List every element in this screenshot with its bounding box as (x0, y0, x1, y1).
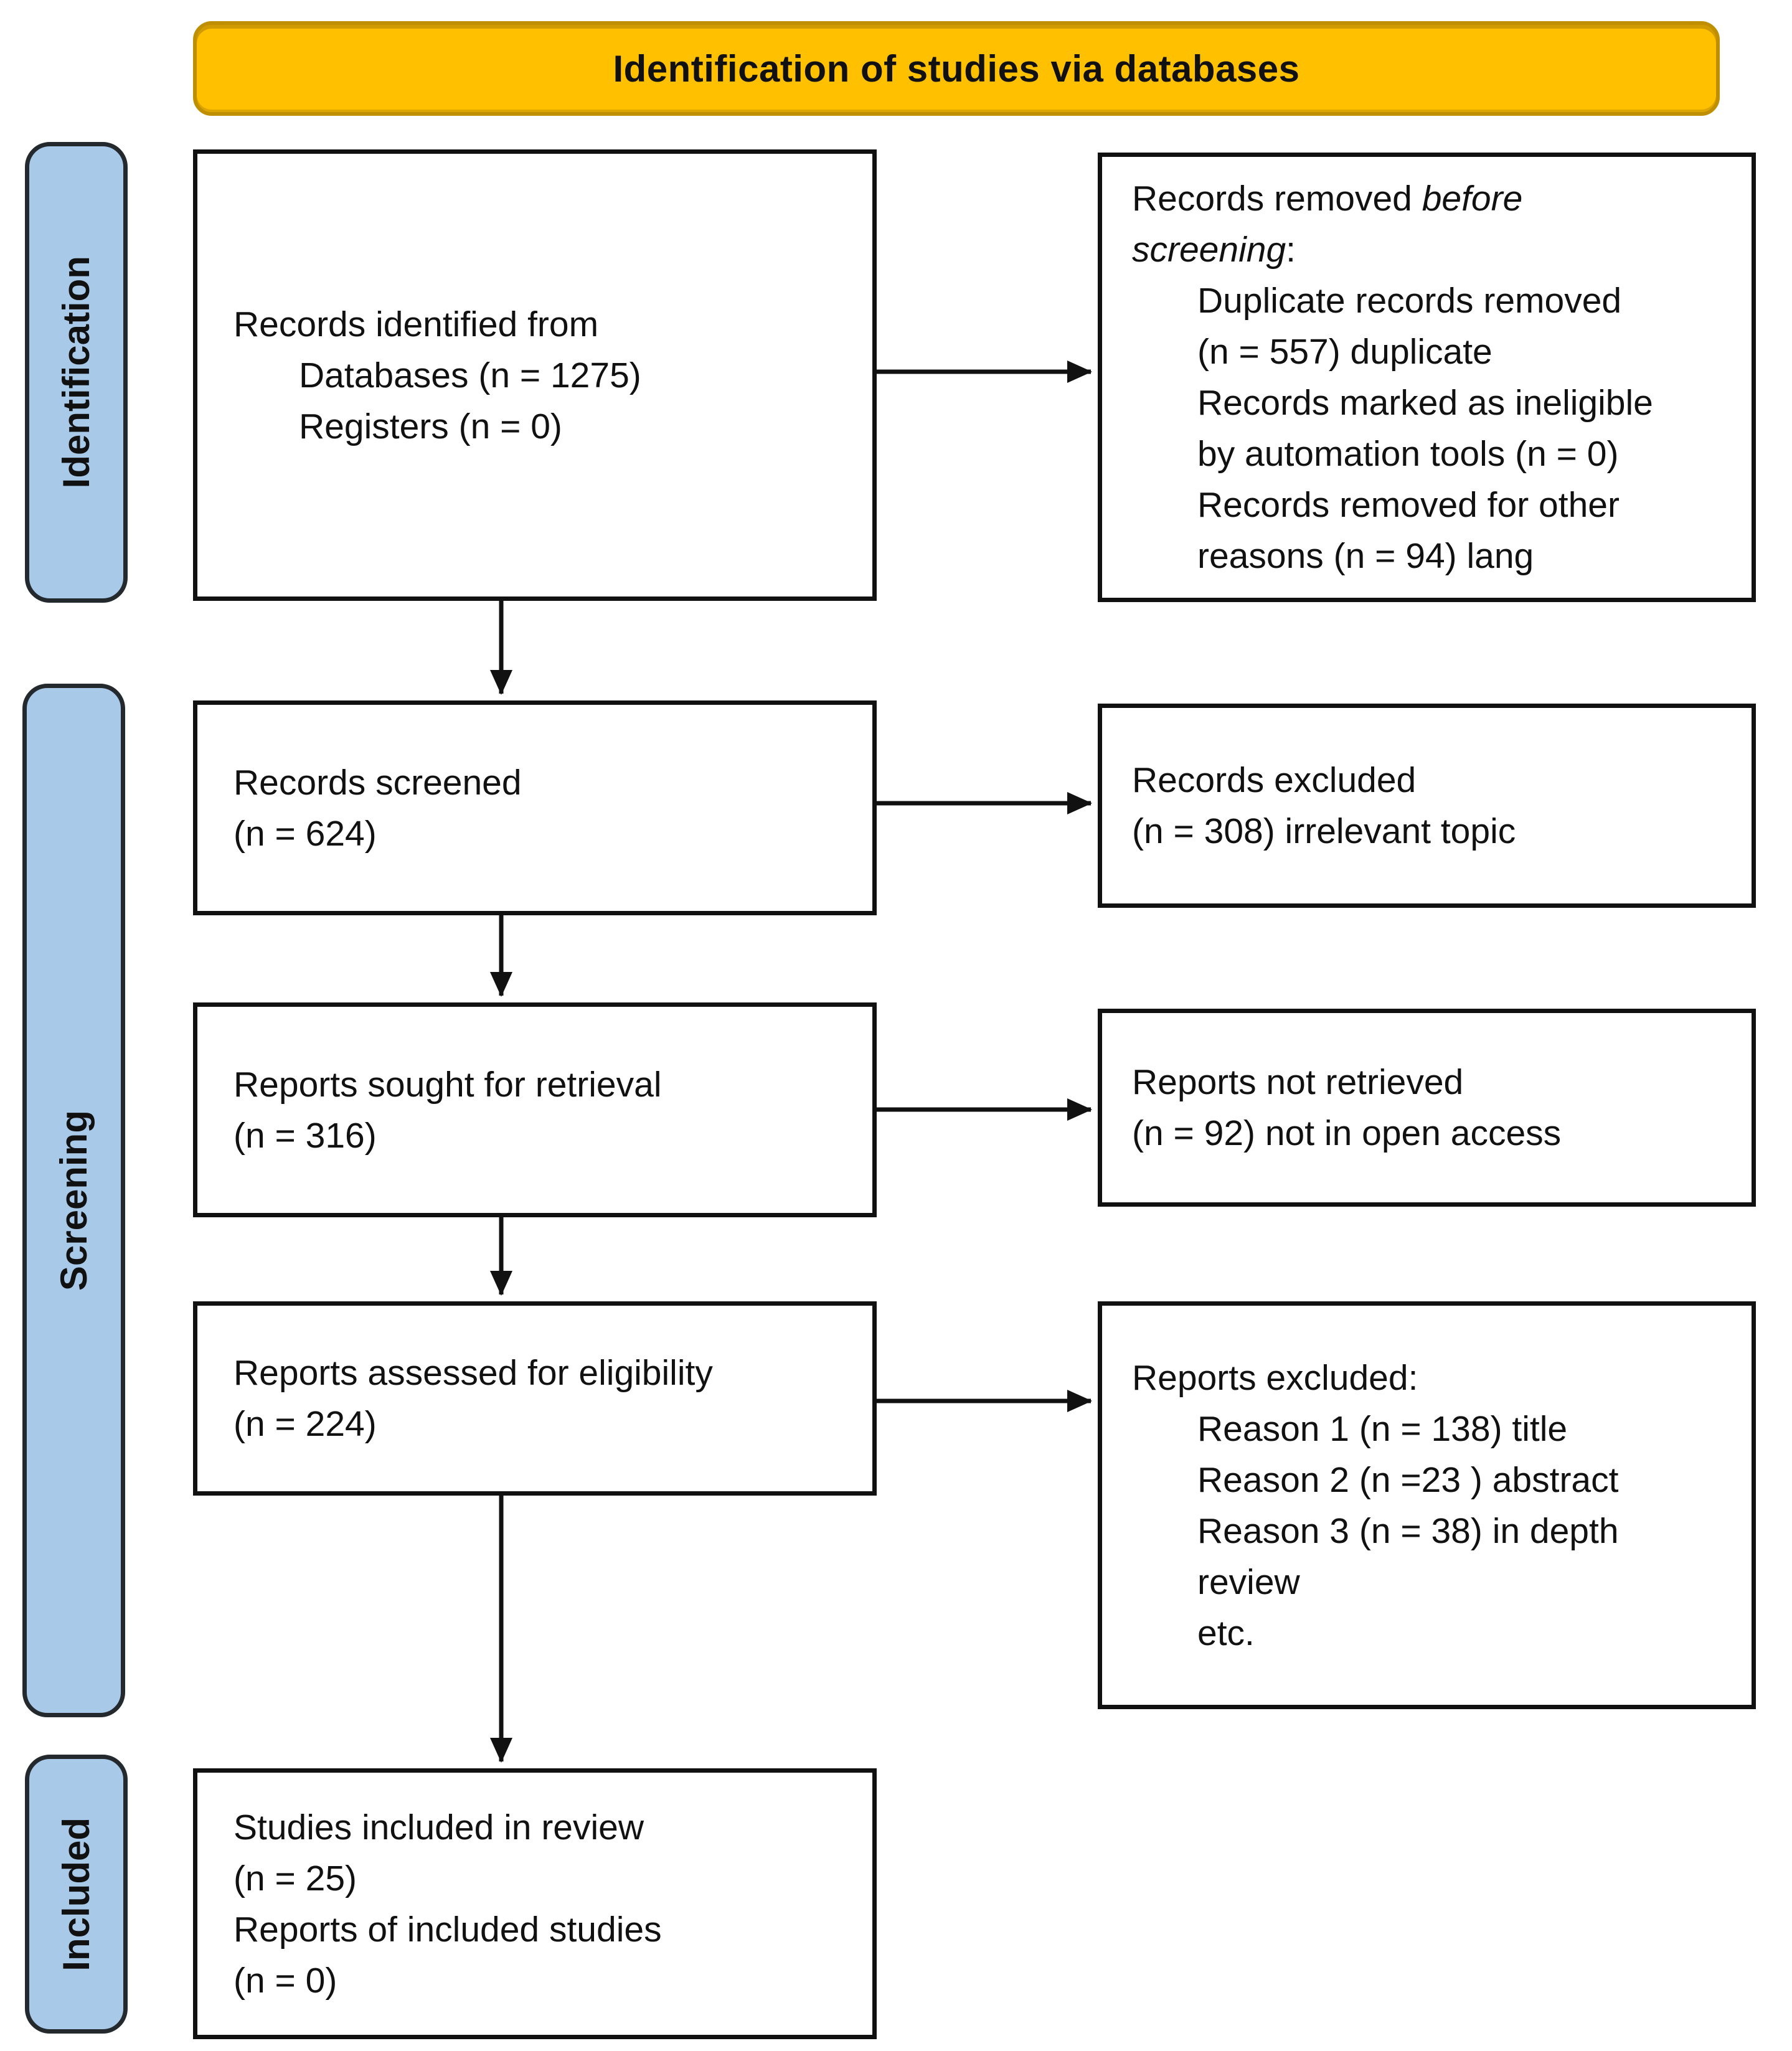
box-records-removed-detail: Records removed for other (1197, 485, 1620, 525)
box-reports-excluded-detail: etc. (1197, 1613, 1255, 1653)
box-records-removed-detail: Duplicate records removed (1197, 281, 1622, 321)
stage-label-identification-text: Identification (55, 256, 97, 489)
box-studies-included-line: (n = 0) (233, 1960, 337, 2001)
title-banner: Identification of studies via databases (193, 21, 1720, 116)
box-records-screened: Records screened (n = 624) (193, 700, 877, 915)
box-reports-excluded-detail: Reason 1 (n = 138) title (1197, 1408, 1568, 1449)
box-reports-excluded-intro: Reports excluded: (1132, 1357, 1418, 1398)
box-reports-sought-line: Reports sought for retrieval (233, 1064, 662, 1105)
box-reports-excluded-detail: review (1197, 1562, 1300, 1602)
box-records-screened-line: (n = 624) (233, 813, 377, 854)
box-records-removed-intro-line1: Records removed before (1132, 179, 1523, 219)
box-reports-not-retrieved: Reports not retrieved (n = 92) not in op… (1098, 1009, 1756, 1207)
box-studies-included-line: (n = 25) (233, 1858, 357, 1898)
box-reports-not-retrieved-line: (n = 92) not in open access (1132, 1113, 1562, 1153)
box-reports-assessed-line: (n = 224) (233, 1404, 377, 1444)
box-studies-included-line: Studies included in review (233, 1807, 644, 1847)
stage-label-screening-text: Screening (53, 1110, 95, 1291)
box-records-removed-detail: by automation tools (n = 0) (1197, 434, 1619, 474)
box-records-excluded-line: (n = 308) irrelevant topic (1132, 811, 1516, 851)
box-records-removed-detail: reasons (n = 94) lang (1197, 536, 1534, 576)
box-records-removed-detail: Records marked as ineligible (1197, 383, 1653, 423)
box-reports-excluded-detail: Reason 3 (n = 38) in depth (1197, 1511, 1619, 1551)
box-records-screened-line: Records screened (233, 762, 522, 803)
stage-label-included: Included (25, 1755, 128, 2034)
box-reports-sought-line: (n = 316) (233, 1115, 377, 1156)
box-records-identified-line: Registers (n = 0) (299, 406, 562, 446)
stage-label-included-text: Included (55, 1817, 97, 1971)
box-reports-excluded: Reports excluded: Reason 1 (n = 138) tit… (1098, 1301, 1756, 1709)
stage-label-screening: Screening (22, 684, 125, 1717)
box-records-excluded-line: Records excluded (1132, 760, 1417, 800)
box-reports-not-retrieved-line: Reports not retrieved (1132, 1062, 1464, 1102)
box-records-identified-line: Records identified from (233, 304, 599, 344)
box-records-removed: Records removed before screening: Duplic… (1098, 153, 1756, 602)
box-records-removed-detail: (n = 557) duplicate (1197, 332, 1493, 372)
box-reports-sought: Reports sought for retrieval (n = 316) (193, 1002, 877, 1217)
box-records-excluded: Records excluded (n = 308) irrelevant to… (1098, 704, 1756, 908)
box-reports-excluded-detail: Reason 2 (n =23 ) abstract (1197, 1459, 1619, 1500)
box-studies-included-line: Reports of included studies (233, 1909, 662, 1950)
stage-label-identification: Identification (25, 142, 128, 603)
box-records-identified: Records identified from Databases (n = 1… (193, 149, 877, 601)
box-reports-assessed: Reports assessed for eligibility (n = 22… (193, 1301, 877, 1496)
title-banner-label: Identification of studies via databases (613, 47, 1300, 90)
box-reports-assessed-line: Reports assessed for eligibility (233, 1353, 713, 1393)
box-studies-included: Studies included in review (n = 25) Repo… (193, 1768, 877, 2039)
box-records-identified-line: Databases (n = 1275) (299, 355, 641, 395)
box-records-removed-intro-line2: screening: (1132, 230, 1296, 270)
